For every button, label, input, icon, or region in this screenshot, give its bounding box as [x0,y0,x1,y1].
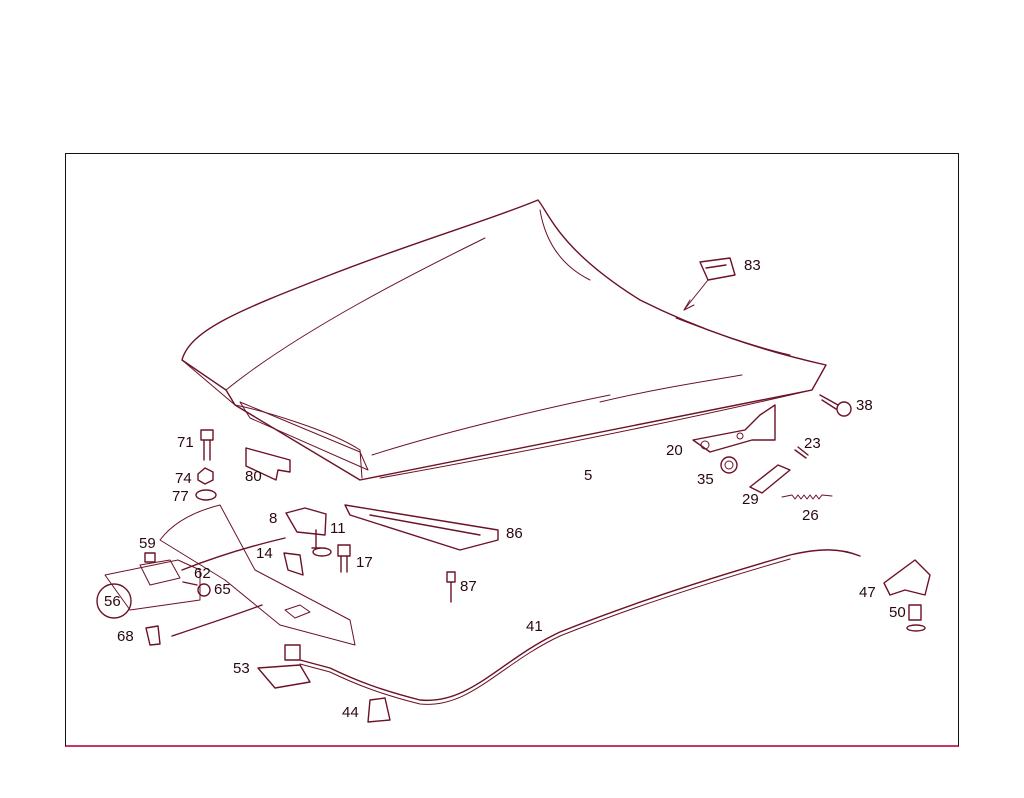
part-87-rivet [446,571,456,603]
part-38-bolt [819,394,852,417]
part-label-20: 20 [666,442,683,459]
latch-plate [159,504,356,646]
part-35-nut [720,456,738,474]
part-label-83: 83 [744,257,761,274]
part-label-44: 44 [342,704,359,721]
part-62-pin [182,581,198,586]
part-50-bolt [906,604,926,632]
part-59-screw [144,552,156,563]
part-68-clip [145,625,161,646]
part-label-26: 26 [802,507,819,524]
part-label-47: 47 [859,584,876,601]
part-71-bolt [200,429,214,461]
part-label-68: 68 [117,628,134,645]
part-label-5: 5 [584,467,592,484]
part-label-38: 38 [856,397,873,414]
part-label-87: 87 [460,578,477,595]
hood-panel [181,199,827,481]
part-label-56: 56 [104,593,121,610]
part-65-nut [197,583,211,597]
part-label-53: 53 [233,660,250,677]
part-17-bolt [337,544,351,573]
part-label-59: 59 [139,535,156,552]
part-label-17: 17 [356,554,373,571]
part-label-35: 35 [697,471,714,488]
part-label-65: 65 [214,581,231,598]
part-14-clip [283,552,304,576]
part-56-assembly [96,559,201,619]
part-86-bracket [344,504,499,551]
part-8-hinge [285,507,327,536]
part-83-clip [683,257,736,311]
part-label-77: 77 [172,488,189,505]
part-label-50: 50 [889,604,906,621]
part-label-23: 23 [804,435,821,452]
part-label-86: 86 [506,525,523,542]
part-20-hinge [692,404,776,453]
part-label-62: 62 [194,565,211,582]
part-41-cable [299,549,861,705]
diagram-frame [65,153,959,747]
part-label-14: 14 [256,545,273,562]
part-label-74: 74 [175,470,192,487]
part-47-hook [883,559,931,596]
part-26-spring [781,494,833,500]
arrows [171,537,286,637]
part-53-release [257,644,311,689]
part-label-41: 41 [526,618,543,635]
part-label-29: 29 [742,491,759,508]
part-label-8: 8 [269,510,277,527]
part-23-pin [794,446,809,459]
part-29-link [749,464,791,494]
part-label-80: 80 [245,468,262,485]
part-label-11: 11 [330,520,346,537]
part-label-71: 71 [177,434,194,451]
part-74-nut [197,467,214,485]
part-11-bolt [311,529,332,557]
part-77-washer [195,489,217,501]
part-44-clip [367,697,391,723]
part-80-bracket [245,447,291,481]
